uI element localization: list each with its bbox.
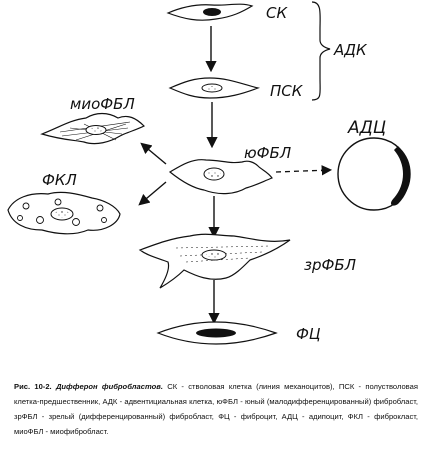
fibrocyte — [156, 321, 278, 345]
figure-caption: Рис. 10-2. Дифферон фибробластов. СК - с… — [14, 379, 418, 439]
caption-figure-number: Рис. 10-2. — [14, 382, 52, 391]
label-psk: ПСК — [270, 82, 304, 100]
label-fkl: ФКЛ — [42, 171, 77, 189]
label-adc: АДЦ — [347, 118, 386, 138]
label-yufbl: юФБЛ — [244, 144, 291, 162]
arrow-yufbl-to-fkl — [138, 181, 167, 206]
label-adk: АДК — [333, 41, 368, 59]
adk-bracket — [311, 1, 331, 101]
mature-fibroblast — [138, 233, 291, 289]
arrow-yufbl-to-adc — [275, 165, 333, 176]
fibroclast — [7, 191, 121, 235]
label-fc: ФЦ — [296, 325, 321, 343]
caption-title: Дифферон фибробластов. — [55, 382, 163, 391]
arrow-yufbl-to-miofbl — [140, 142, 167, 165]
myofibroblast — [40, 112, 146, 145]
young-fibroblast — [168, 159, 273, 195]
label-miofbl: миоФБЛ — [70, 95, 135, 113]
label-sk: СК — [266, 4, 288, 22]
adipocyte — [337, 137, 411, 211]
label-zrfbl: зрФБЛ — [304, 256, 356, 274]
stem-cell — [166, 3, 254, 21]
caption-text: СК - стволовая клетка (линия механоцитов… — [14, 382, 418, 436]
semistem-cell — [168, 77, 261, 99]
